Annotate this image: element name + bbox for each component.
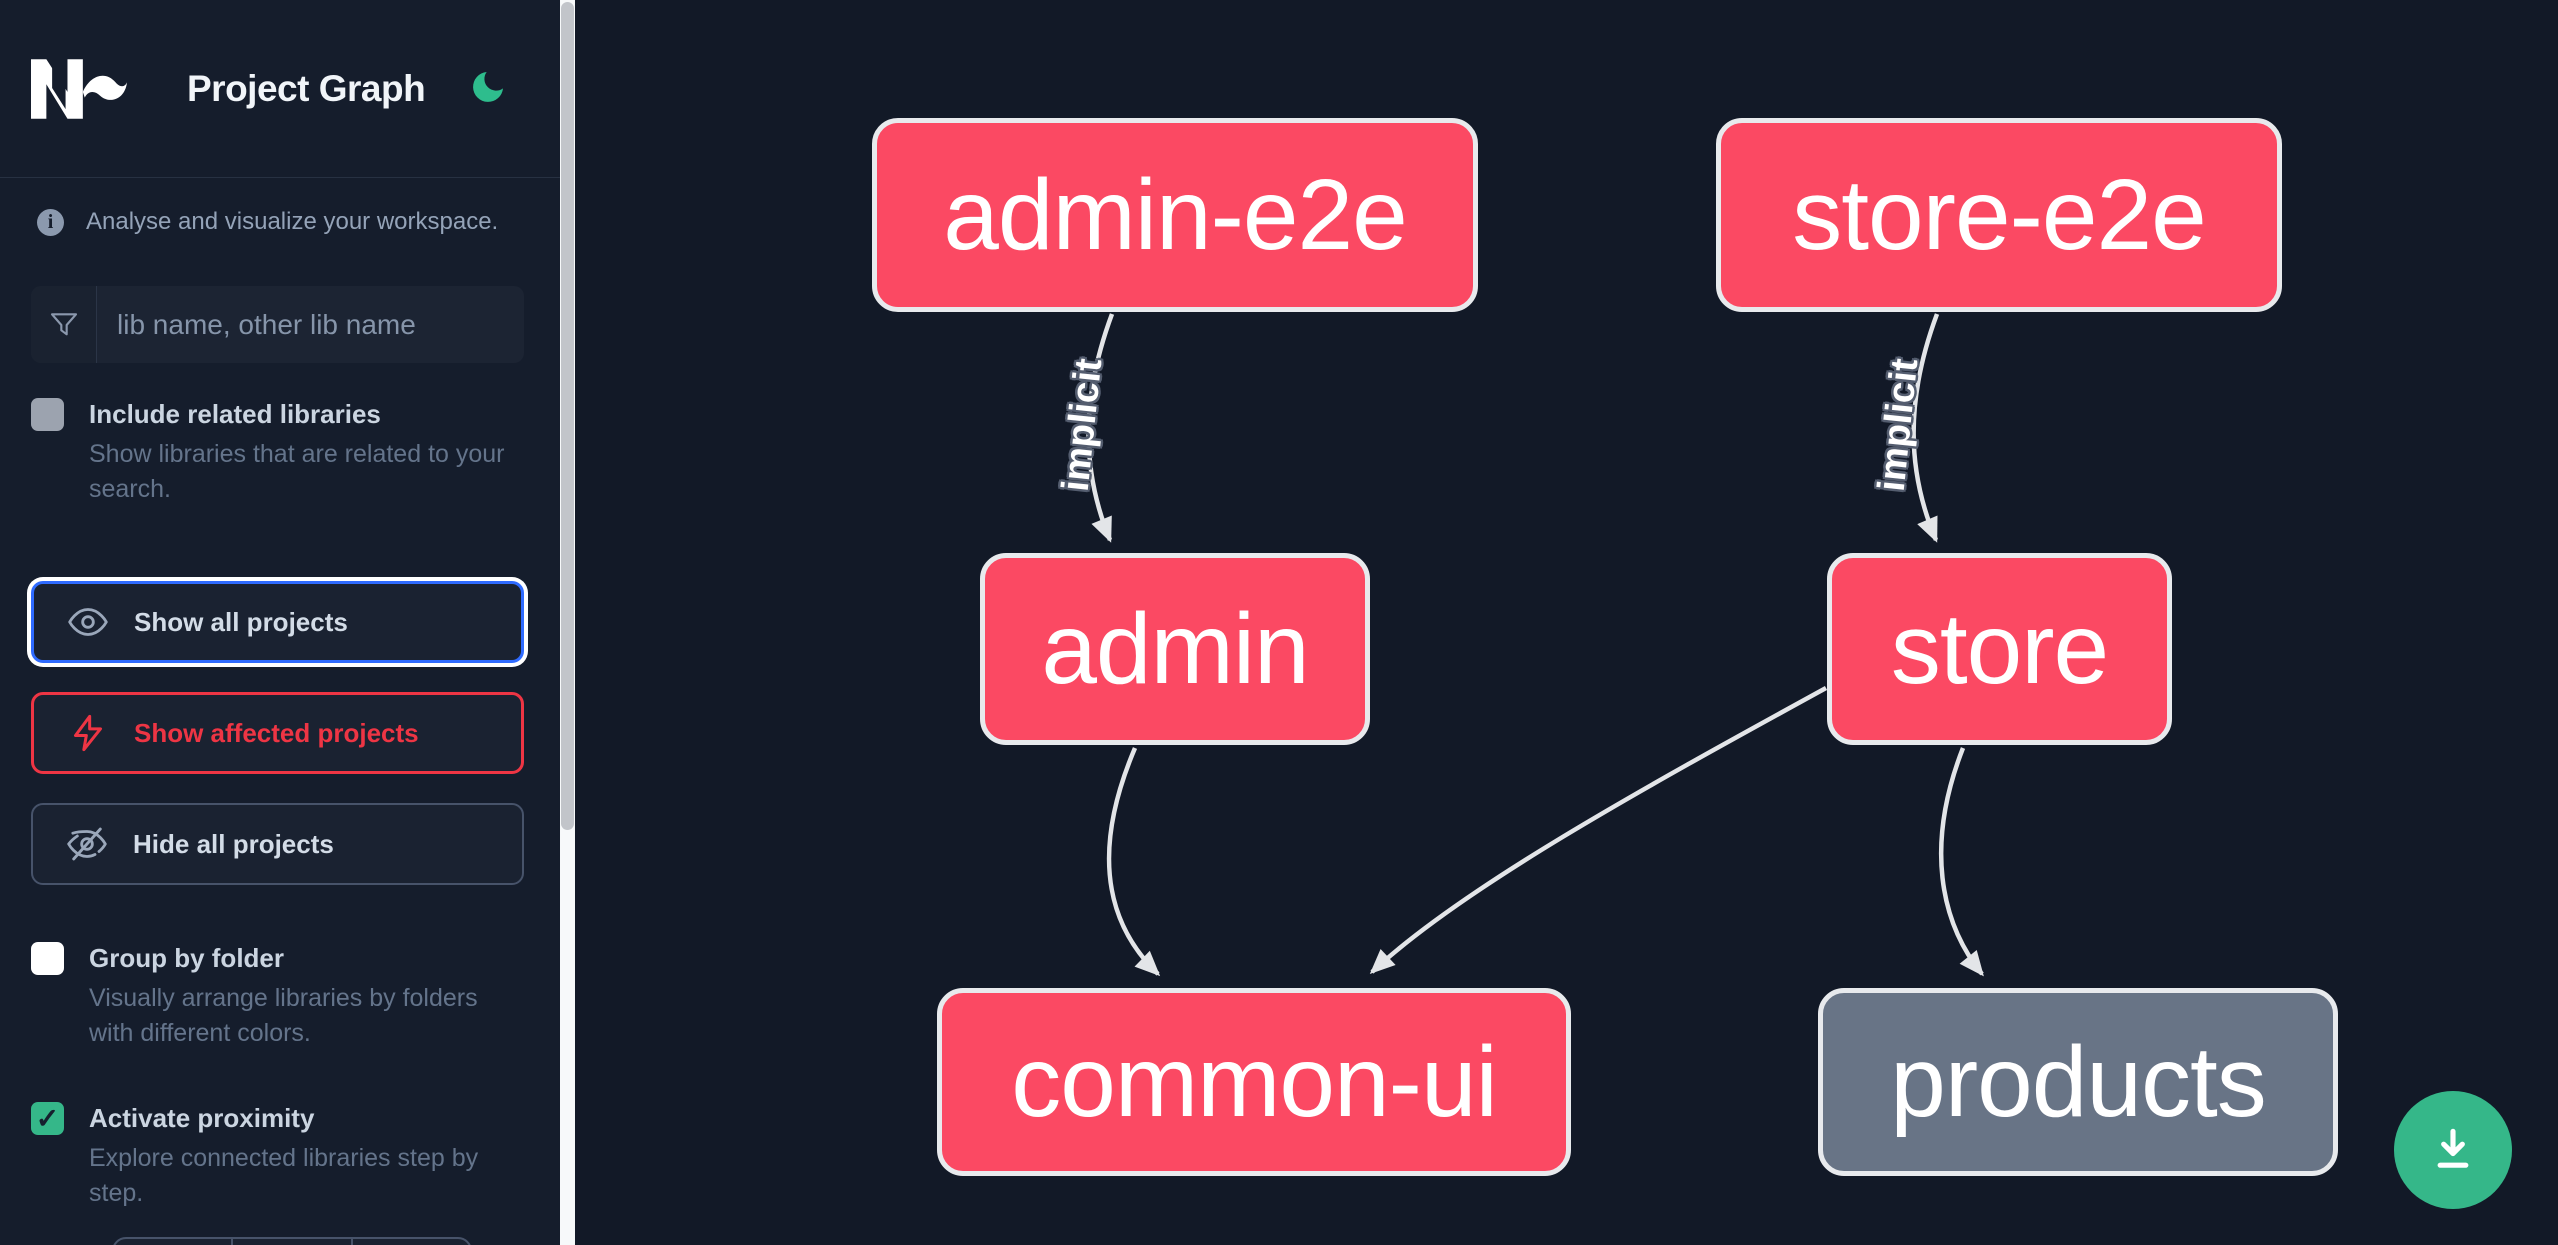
sidebar-scrollbar-thumb[interactable] (561, 2, 574, 830)
download-image-button[interactable] (2394, 1091, 2512, 1209)
project-node-store[interactable]: store (1827, 553, 2172, 745)
lightning-bolt-icon (74, 714, 102, 752)
eye-icon (68, 608, 108, 636)
show-affected-projects-label: Show affected projects (134, 717, 419, 748)
search-bar (31, 286, 524, 363)
search-input[interactable] (97, 286, 524, 363)
project-node-products[interactable]: products (1818, 988, 2338, 1176)
project-node-admin[interactable]: admin (980, 553, 1370, 745)
group-by-folder-description: Visually arrange libraries by folders wi… (89, 984, 478, 1047)
eye-off-icon (67, 827, 107, 861)
sidebar-header: Project Graph (0, 0, 560, 178)
filter-funnel-icon (31, 286, 97, 363)
project-node-store-e2e[interactable]: store-e2e (1716, 118, 2282, 312)
show-all-projects-button[interactable]: Show all projects (31, 581, 524, 663)
project-node-common-ui[interactable]: common-ui (937, 988, 1571, 1176)
group-by-folder-label[interactable]: Group by folder (89, 943, 284, 973)
download-icon (2437, 1128, 2469, 1168)
hide-all-projects-button[interactable]: Hide all projects (31, 803, 524, 885)
include-related-label[interactable]: Include related libraries (89, 399, 381, 429)
show-affected-projects-button[interactable]: Show affected projects (31, 692, 524, 774)
project-node-admin-e2e[interactable]: admin-e2e (872, 118, 1478, 312)
hide-all-projects-label: Hide all projects (133, 828, 334, 859)
sidebar: Project Graph i Analyse and visualize yo… (0, 0, 560, 1245)
proximity-stepper-partial[interactable] (112, 1237, 472, 1245)
stepper-segment[interactable] (114, 1239, 234, 1245)
sidebar-scrollbar-track[interactable] (560, 0, 575, 1245)
tagline-text: Analyse and visualize your workspace. (86, 208, 499, 235)
tagline-row: i Analyse and visualize your workspace. (0, 208, 560, 236)
include-related-description: Show libraries that are related to your … (89, 440, 505, 503)
moon-icon (473, 72, 503, 102)
checkbox-row-group-by-folder: Group by folder Visually arrange librari… (0, 939, 560, 1051)
stepper-segment[interactable] (233, 1239, 353, 1245)
activate-proximity-description: Explore connected libraries step by step… (89, 1144, 479, 1207)
nx-logo-icon (31, 58, 127, 119)
theme-toggle-button[interactable] (466, 67, 510, 111)
show-all-projects-label: Show all projects (134, 606, 348, 637)
checkbox-row-activate-proximity: ✓ Activate proximity Explore connected l… (0, 1099, 560, 1211)
stepper-segment[interactable] (353, 1239, 470, 1245)
group-by-folder-checkbox[interactable] (31, 942, 64, 975)
activate-proximity-label[interactable]: Activate proximity (89, 1103, 315, 1133)
activate-proximity-checkbox[interactable]: ✓ (31, 1102, 64, 1135)
info-icon: i (37, 208, 64, 236)
checkbox-row-include-related: Include related libraries Show libraries… (0, 395, 560, 507)
page-title: Project Graph (187, 67, 426, 109)
include-related-checkbox[interactable] (31, 398, 64, 431)
